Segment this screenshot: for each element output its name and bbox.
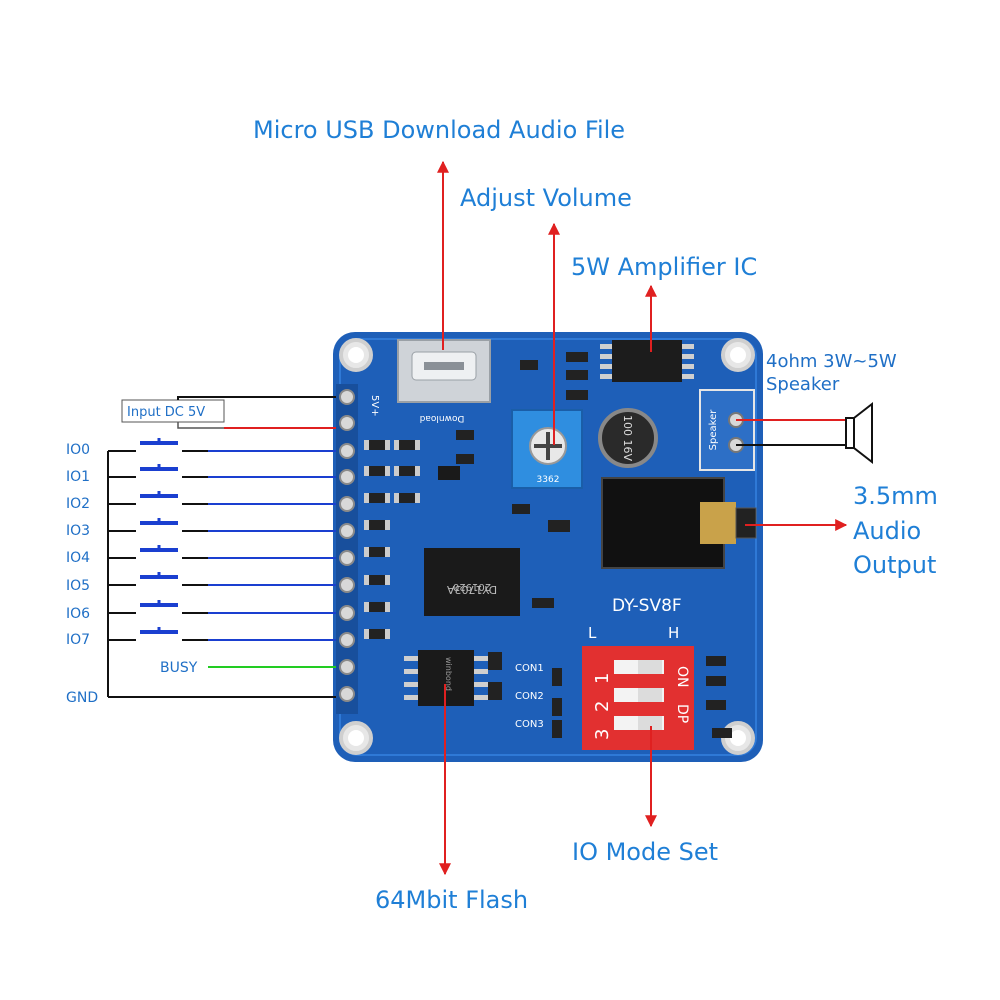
pin-header: 5V+	[336, 384, 380, 714]
speaker-spec-label: 4ohm 3W~5W	[766, 351, 897, 372]
smd-components	[438, 352, 732, 738]
dip-number: 2	[592, 701, 613, 712]
pot-text: 3362	[537, 475, 560, 485]
audio-jack	[601, 477, 757, 569]
download-text: Download	[420, 413, 465, 423]
io-label: IO3	[66, 523, 91, 539]
main-chip: DY1703A 201920	[424, 548, 520, 616]
micro-usb-port: Download	[397, 339, 491, 423]
dip-switch: 1 2 3 ON DP	[582, 646, 694, 750]
usb-label: Micro USB Download Audio File	[253, 116, 626, 144]
flash-label: 64Mbit Flash	[375, 886, 529, 914]
chip-code-text: 201920	[453, 581, 491, 592]
power-pin-text: 5V+	[369, 395, 380, 417]
flash-chip-text: winbond	[444, 657, 453, 691]
speaker-terminal: Speaker	[699, 389, 755, 471]
speaker-label: Speaker	[766, 374, 840, 395]
dip-dp-text: DP	[674, 704, 690, 723]
io-wiring	[107, 438, 336, 698]
dip-number: 3	[592, 729, 613, 740]
chip-text: DY1703A	[446, 583, 497, 596]
amplifier-label: 5W Amplifier IC	[571, 253, 758, 281]
pcb-board	[333, 332, 763, 762]
io-label: IO5	[66, 578, 91, 594]
dip-on-text: ON	[674, 666, 690, 688]
io-label: IO0	[66, 442, 91, 458]
power-wire-black	[177, 396, 336, 400]
gnd-label: GND	[66, 690, 99, 706]
input-dc-label: Input DC 5V	[127, 405, 205, 420]
volume-potentiometer: 3362	[511, 409, 583, 489]
con3-label: CON3	[515, 719, 544, 730]
audio-label: Audio	[853, 517, 922, 545]
busy-label: BUSY	[160, 660, 198, 676]
dip-low-label: L	[588, 624, 597, 642]
resistor-column	[364, 440, 420, 639]
input-dc-box: Input DC 5V	[121, 399, 225, 423]
io-label: IO1	[66, 469, 91, 485]
io-label: IO4	[66, 550, 91, 566]
con1-label: CON1	[515, 663, 544, 674]
audio-output-label: Output	[853, 551, 937, 579]
amplifier-chip	[600, 340, 694, 382]
speaker-port-text: Speaker	[708, 409, 719, 451]
io-mode-label: IO Mode Set	[572, 838, 719, 866]
volume-label: Adjust Volume	[460, 184, 632, 212]
dip-high-label: H	[668, 624, 679, 642]
io-label: IO7	[66, 632, 91, 648]
board-model-label: DY-SV8F	[612, 596, 682, 616]
capacitor-text: 100 16V	[621, 415, 634, 461]
dip-number: 1	[592, 673, 613, 684]
io-label: IO2	[66, 496, 91, 512]
capacitor: 100 16V	[598, 408, 658, 468]
con2-label: CON2	[515, 691, 544, 702]
io-label: IO6	[66, 606, 91, 622]
flash-chip: winbond	[404, 650, 488, 706]
speaker-icon	[736, 401, 873, 465]
audio-size-label: 3.5mm	[853, 482, 938, 510]
